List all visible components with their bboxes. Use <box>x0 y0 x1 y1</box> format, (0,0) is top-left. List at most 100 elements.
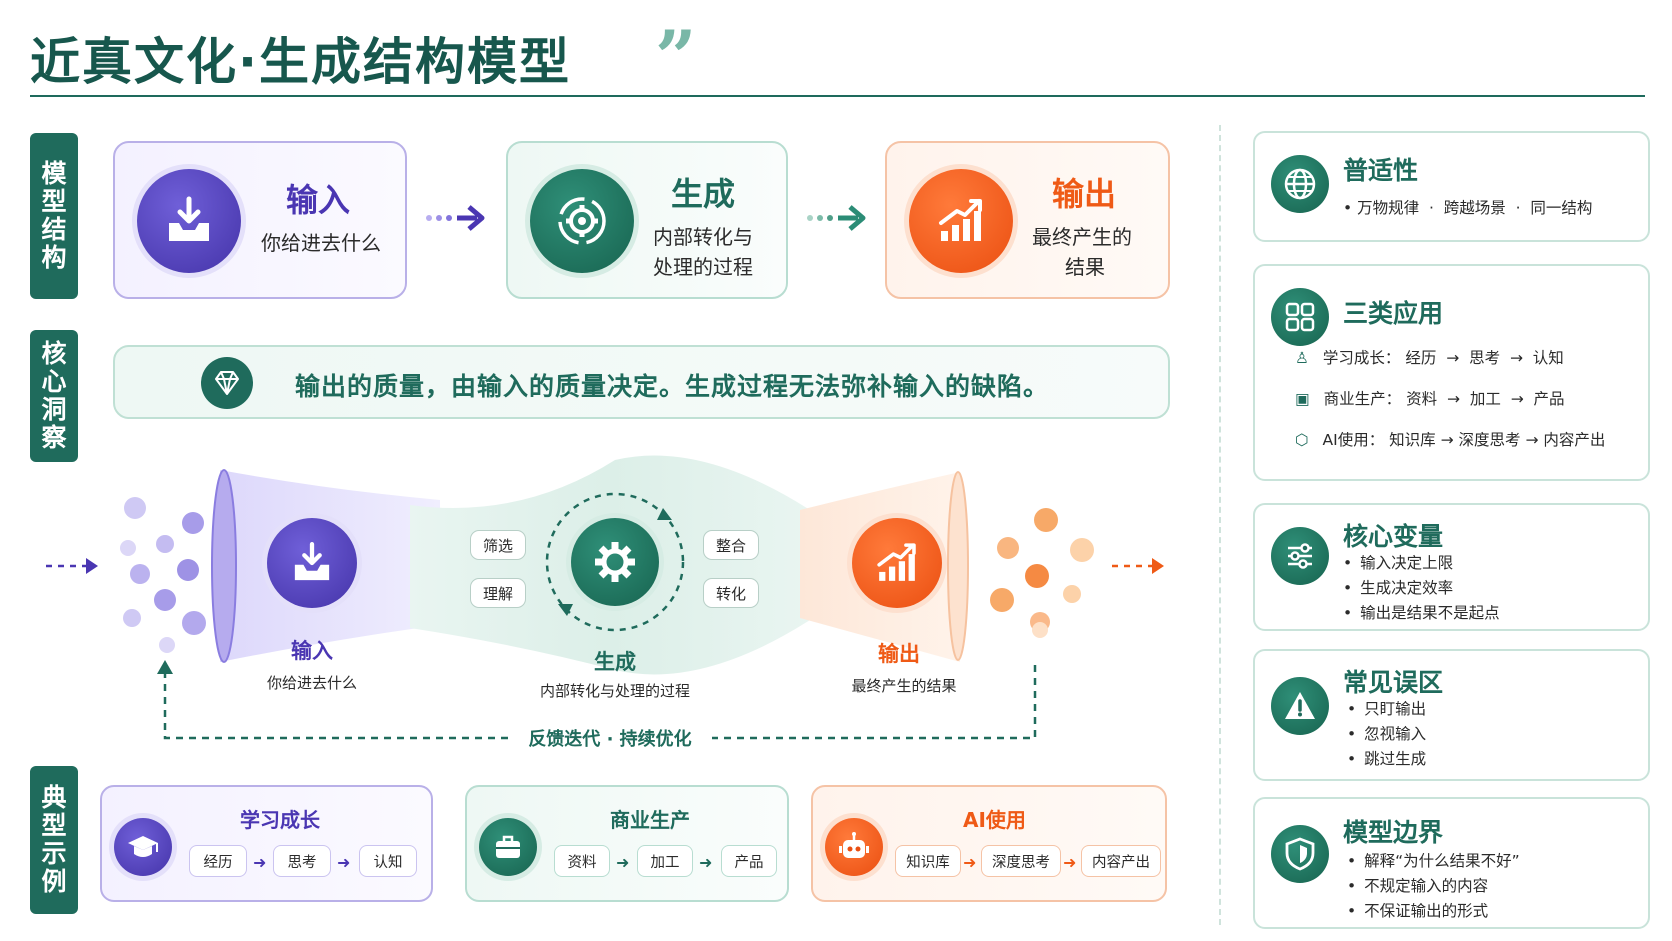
arrow-right-icon: ➜ <box>337 853 351 872</box>
pill-transform: 转化 <box>703 578 759 608</box>
mistake-item: 只盯输出 <box>1347 697 1426 722</box>
generate-card-desc-2: 处理的过程 <box>653 255 753 279</box>
mistake-item: 跳过生成 <box>1347 747 1426 772</box>
cycle-gear-icon <box>530 169 634 273</box>
example-learning-step-1: 经历 <box>189 845 247 877</box>
feedback-loop-label: 反馈迭代 · 持续优化 <box>528 729 692 750</box>
bar-chart-icon <box>909 169 1013 273</box>
person-icon: ♙ <box>1295 349 1309 367</box>
output-card-desc-2: 结果 <box>1065 255 1105 279</box>
common-mistakes-title: 常见误区 <box>1343 668 1444 697</box>
boundary-item: 不规定输入的内容 <box>1347 874 1520 899</box>
example-learning-card: 学习成长 经历 ➜ 思考 ➜ 认知 <box>100 785 433 902</box>
input-particles <box>120 497 206 653</box>
output-card-title: 输出 <box>1052 175 1117 213</box>
output-card-desc-1: 最终产生的 <box>1032 225 1132 249</box>
input-card: 输入 你给进去什么 <box>113 141 407 299</box>
application-row-learning: ♙学习成长： 经历 → 思考 → 认知 <box>1295 349 1564 367</box>
quote-mark-icon: ” <box>655 14 697 99</box>
flow-input-icon <box>267 518 357 608</box>
arrow-right-icon: ➜ <box>616 853 630 872</box>
flow-generate-desc: 内部转化与处理的过程 <box>539 682 690 700</box>
core-insight-banner: 输出的质量，由输入的质量决定。生成过程无法弥补输入的缺陷。 <box>113 345 1170 419</box>
diamond-icon <box>201 357 253 409</box>
flow-generate-title: 生成 <box>594 650 636 674</box>
generate-card-desc-1: 内部转化与 <box>653 225 753 249</box>
arrow-right-icon: ➜ <box>963 853 977 872</box>
application-row-ai: ⬡AI使用： 知识库 → 深度思考 → 内容产出 <box>1295 431 1606 449</box>
generate-card: 生成 内部转化与 处理的过程 <box>506 141 788 299</box>
shield-icon <box>1271 825 1329 883</box>
applications-card: 三类应用 ♙学习成长： 经历 → 思考 → 认知 ▣商业生产： 资料 → 加工 … <box>1253 264 1650 481</box>
model-boundary-card: 模型边界 解释“为什么结果不好” 不规定输入的内容 不保证输出的形式 <box>1253 797 1650 929</box>
flow-output-desc: 最终产生的结果 <box>851 677 957 695</box>
example-ai-title: AI使用 <box>963 808 1026 832</box>
pill-filter: 筛选 <box>470 530 526 560</box>
core-variables-title: 核心变量 <box>1343 522 1444 551</box>
core-variable-item: 生成决定效率 <box>1343 576 1500 601</box>
example-business-title: 商业生产 <box>610 808 690 832</box>
example-business-step-1: 资料 <box>554 845 610 877</box>
page-title: 近真文化·生成结构模型 <box>30 33 571 91</box>
side-tab-core-insight: 核心洞察 <box>30 330 78 462</box>
universality-title: 普适性 <box>1343 156 1419 185</box>
boundary-item: 解释“为什么结果不好” <box>1347 849 1520 874</box>
core-variable-item: 输入决定上限 <box>1343 551 1500 576</box>
core-insight-text: 输出的质量，由输入的质量决定。生成过程无法弥补输入的缺陷。 <box>295 372 1050 401</box>
robot-icon <box>825 818 883 876</box>
core-variable-item: 输出是结果不是起点 <box>1343 601 1500 626</box>
example-business-step-2: 加工 <box>637 845 693 877</box>
title-divider <box>30 95 1645 97</box>
example-ai-step-2: 深度思考 <box>981 845 1061 877</box>
side-tab-model-structure: 模型结构 <box>30 133 78 299</box>
example-ai-step-3: 内容产出 <box>1081 845 1161 877</box>
input-icon <box>137 169 241 273</box>
shield-chip-icon: ⬡ <box>1295 431 1309 449</box>
applications-title: 三类应用 <box>1343 299 1444 328</box>
sliders-icon <box>1271 527 1329 585</box>
input-card-title: 输入 <box>286 181 351 219</box>
example-ai-card: AI使用 知识库 ➜ 深度思考 ➜ 内容产出 <box>811 785 1167 902</box>
flow-output-title: 输出 <box>878 642 920 666</box>
briefcase-icon <box>479 818 537 876</box>
arrow-generate-to-output <box>807 205 866 231</box>
example-learning-step-2: 思考 <box>273 845 331 877</box>
output-card: 输出 最终产生的 结果 <box>885 141 1170 299</box>
globe-icon <box>1271 155 1329 213</box>
universality-card: 普适性 • 万物规律 · 跨越场景 · 同一结构 <box>1253 131 1650 242</box>
common-mistakes-card: 常见误区 只盯输出 忽视输入 跳过生成 <box>1253 649 1650 781</box>
application-row-business: ▣商业生产： 资料 → 加工 → 产品 <box>1295 390 1565 408</box>
graduation-cap-icon <box>114 818 172 876</box>
example-learning-title: 学习成长 <box>240 808 320 832</box>
arrow-right-icon: ➜ <box>699 853 713 872</box>
core-variables-list: 输入决定上限 生成决定效率 输出是结果不是起点 <box>1343 551 1500 626</box>
mistake-item: 忽视输入 <box>1347 722 1426 747</box>
example-business-step-3: 产品 <box>721 845 777 877</box>
arrow-input-to-generate <box>426 205 485 231</box>
model-boundary-title: 模型边界 <box>1343 818 1444 847</box>
example-business-card: 商业生产 资料 ➜ 加工 ➜ 产品 <box>465 785 789 902</box>
boundary-item: 不保证输出的形式 <box>1347 899 1520 924</box>
flow-output-chart-icon <box>852 518 942 608</box>
flow-gear-icon <box>571 518 659 606</box>
column-divider <box>1219 125 1221 925</box>
model-boundary-list: 解释“为什么结果不好” 不规定输入的内容 不保证输出的形式 <box>1347 849 1520 924</box>
warning-icon <box>1271 677 1329 735</box>
universality-items: • 万物规律 · 跨越场景 · 同一结构 <box>1343 199 1593 217</box>
pill-understand: 理解 <box>470 578 526 608</box>
arrow-right-icon: ➜ <box>1063 853 1077 872</box>
example-ai-step-1: 知识库 <box>895 845 961 877</box>
generate-card-title: 生成 <box>671 175 736 213</box>
input-card-desc: 你给进去什么 <box>261 231 381 255</box>
flow-input-desc: 你给进去什么 <box>266 674 357 692</box>
output-particles <box>990 508 1094 638</box>
common-mistakes-list: 只盯输出 忽视输入 跳过生成 <box>1347 697 1426 772</box>
pill-integrate: 整合 <box>703 530 759 560</box>
arrow-right-icon: ➜ <box>253 853 267 872</box>
core-variables-card: 核心变量 输入决定上限 生成决定效率 输出是结果不是起点 <box>1253 503 1650 631</box>
building-icon: ▣ <box>1295 390 1310 408</box>
flow-input-title: 输入 <box>291 639 333 663</box>
grid-apps-icon <box>1271 288 1329 346</box>
example-learning-step-3: 认知 <box>359 845 417 877</box>
side-tab-typical-examples: 典型示例 <box>30 766 78 914</box>
